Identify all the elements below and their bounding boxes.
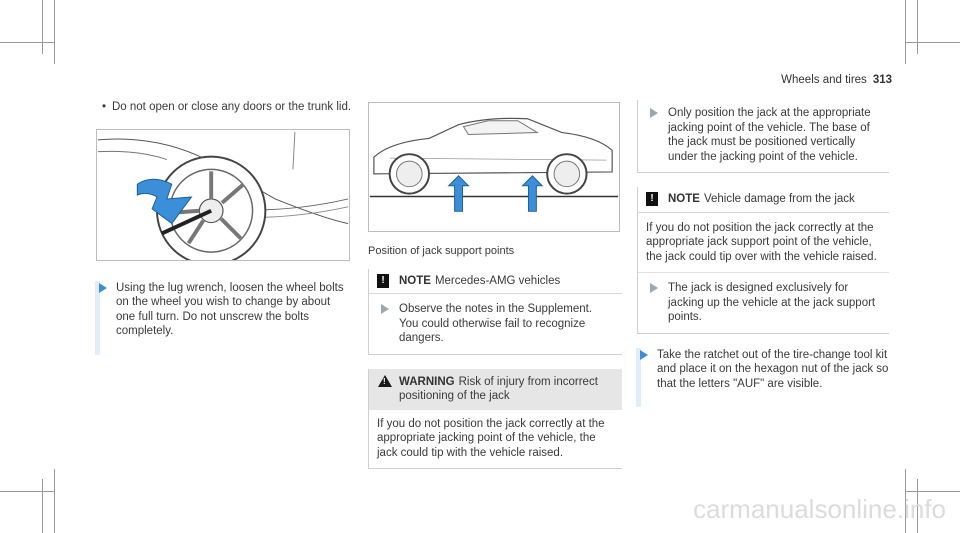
crop-mark [906,491,960,492]
column-3: Only position the jack at the appropriat… [636,100,889,407]
step-arrow-icon [640,349,648,360]
note-step-text: The jack is designed exclusively for jac… [668,282,876,323]
step-arrow-icon [381,304,389,314]
step-arrow-icon [650,283,658,293]
watermark: carmanualsonline.info [693,494,946,524]
bullet-item: Do not open or close any doors or the tr… [96,100,352,115]
crop-mark [0,491,54,492]
warning-label: WARNING [399,375,455,388]
note-title: Mercedes-AMG vehicles [434,274,561,287]
vehicle-side-drawing [369,117,619,212]
crop-mark [906,42,960,43]
crop-mark [905,0,906,64]
step-arrow-icon [99,282,107,293]
section-title: Wheels and tires [781,74,867,86]
warning-title: Risk of injury from incorrect positionin… [399,375,598,403]
crop-mark [54,0,55,64]
step-arrow-icon [650,108,658,118]
crop-mark [905,469,906,533]
crop-mark [917,479,918,533]
warning-body: If you do not position the jack correctl… [377,417,605,459]
lug-wrench-illustration [96,128,350,261]
crop-mark [917,0,918,54]
step-position-text: Only position the jack at the appropriat… [668,107,871,163]
note-description: If you do not position the jack correctl… [646,221,877,263]
step-box-position: Only position the jack at the appropriat… [637,100,889,173]
note-title: Vehicle damage from the jack [703,193,855,205]
crop-mark [54,469,55,533]
notice-icon: ! [377,273,389,288]
crop-mark [0,42,54,43]
note-label: NOTE [399,274,431,287]
crop-mark [42,0,43,54]
note-label: NOTE [668,193,700,205]
note-step-text: Observe the notes in the Supplement. You… [399,303,593,344]
figure-caption: Position of jack support points [368,245,515,257]
crop-mark [42,479,43,533]
running-header: Wheels and tires 313 [781,73,892,88]
notice-icon: ! [646,192,658,206]
step-text: Take the ratchet out of the tire-change … [657,348,889,390]
column-1: Do not open or close any doors or the tr… [95,100,352,355]
step-text: Using the lug wrench, loosen the wheel b… [116,281,344,338]
note-body: The jack is designed exclusively for jac… [638,272,889,333]
step-body: Only position the jack at the appropriat… [638,100,889,172]
warning-triangle-icon: ! [378,374,392,387]
step-ratchet: Take the ratchet out of the tire-change … [636,347,889,407]
wheel-drawing [97,131,349,260]
jack-points-illustration [368,102,620,232]
step-loosen-bolts: Using the lug wrench, loosen the wheel b… [95,280,352,355]
note-body: Observe the notes in the Supplement. You… [369,294,622,354]
page-number: 313 [872,74,892,86]
